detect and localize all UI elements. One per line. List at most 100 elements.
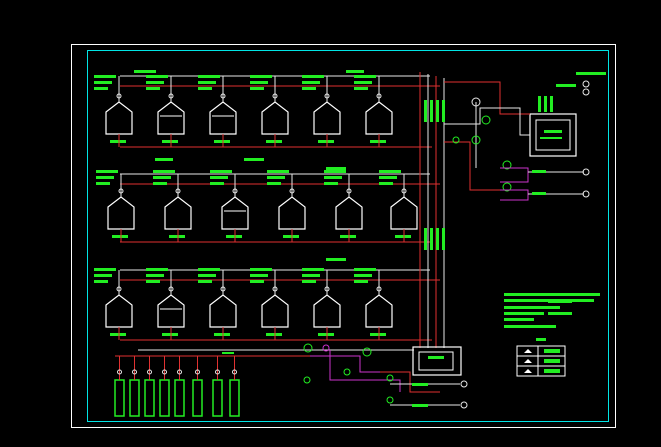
tank-number-label — [395, 235, 411, 238]
storage-tank — [221, 196, 249, 230]
tank-tag-label — [146, 87, 160, 90]
bottom-branch-pipe — [329, 350, 401, 392]
bottom-branch-pipe — [310, 355, 380, 373]
legend-symbol-icon — [524, 349, 532, 353]
tank-tag-label — [379, 176, 397, 179]
tank-tag-label — [210, 170, 232, 173]
instrument-bubble — [471, 97, 481, 107]
storage-tank — [105, 294, 133, 328]
riser-instrument-label — [442, 100, 445, 122]
tank-number-label — [110, 140, 126, 143]
riser-instrument-label — [430, 100, 433, 122]
storage-tank — [261, 101, 289, 135]
tank-tag-label — [324, 170, 346, 173]
tank-tag-label — [198, 274, 216, 277]
tank-tag-label — [267, 170, 289, 173]
tank-number-label — [226, 235, 242, 238]
tank-tag-label — [146, 75, 168, 78]
tank-tag-label — [302, 81, 320, 84]
valve-symbol — [220, 286, 226, 292]
tank-tag-label — [302, 274, 320, 277]
tank-tag-label — [198, 75, 220, 78]
flow-terminator — [582, 88, 590, 96]
tank-tag-label — [198, 268, 220, 271]
tank-tag-label — [354, 268, 376, 271]
valve-symbol — [376, 93, 382, 99]
bottom-outlet-tag — [412, 383, 428, 386]
riser-instrument-label — [436, 100, 439, 122]
tank-tag-label — [324, 182, 338, 185]
column-valve — [195, 369, 200, 375]
storage-tank — [365, 101, 393, 135]
column-valve — [147, 369, 152, 375]
instrument-bubble — [362, 347, 372, 357]
tank-number-label — [283, 235, 299, 238]
tank-tag-label — [94, 75, 116, 78]
bottom-outlet-tag — [412, 404, 428, 407]
notes-line — [504, 325, 556, 328]
flow-terminator — [460, 380, 468, 388]
tank-tag-label — [146, 280, 160, 283]
tank-tag-label — [267, 182, 281, 185]
valve-symbol — [272, 286, 278, 292]
header-tag-label — [134, 70, 156, 73]
column-valve — [232, 369, 237, 375]
pump-symbol — [386, 374, 394, 382]
tank-tag-label — [153, 170, 175, 173]
notes-line — [504, 318, 534, 321]
storage-tank — [157, 101, 185, 135]
tank-tag-label — [354, 274, 372, 277]
header-tag-label — [326, 167, 346, 170]
tank-tag-label — [96, 176, 114, 179]
notes-line — [504, 312, 544, 315]
tank-number-label — [110, 333, 126, 336]
tank-tag-label — [267, 176, 285, 179]
valve-symbol — [118, 188, 124, 194]
column-vessel — [174, 379, 185, 417]
valve-symbol — [175, 188, 181, 194]
tank-tag-label — [94, 81, 112, 84]
flow-terminator — [582, 168, 590, 176]
tank-tag-label — [96, 170, 118, 173]
tank-tag-label — [94, 87, 108, 90]
riser-instrument-label — [430, 228, 433, 250]
instrument-bubble — [343, 368, 351, 376]
pump-symbol — [502, 182, 512, 192]
tank-tag-label — [210, 182, 224, 185]
storage-tank — [105, 101, 133, 135]
notes-line — [548, 312, 572, 315]
flow-terminator — [582, 190, 590, 198]
storage-tank — [313, 101, 341, 135]
column-vessel — [229, 379, 240, 417]
tank-tag-label — [146, 268, 168, 271]
valve-symbol — [220, 93, 226, 99]
column-valve — [162, 369, 167, 375]
tank-tag-label — [96, 182, 110, 185]
flow-terminator — [582, 80, 590, 88]
tank-number-label — [162, 140, 178, 143]
tank-tag-label — [302, 268, 324, 271]
tank-tag-label — [94, 268, 116, 271]
bottom-exchanger-unit — [412, 346, 462, 376]
pump-symbol — [386, 396, 394, 404]
legend-entry-label — [544, 359, 560, 363]
vertical-tag-label — [550, 96, 553, 112]
storage-tank — [107, 196, 135, 230]
valve-symbol — [116, 93, 122, 99]
legend-symbol-icon — [524, 359, 532, 363]
instrument-bubble — [303, 376, 311, 384]
notes-line — [504, 293, 600, 296]
tank-tag-label — [354, 280, 368, 283]
tank-tag-label — [324, 176, 342, 179]
tank-tag-label — [302, 87, 316, 90]
branch-pipe — [444, 141, 529, 200]
tank-tag-label — [250, 81, 268, 84]
purge-line — [500, 189, 529, 201]
tank-number-label — [340, 235, 356, 238]
legend-entry-label — [544, 369, 560, 373]
bottom-exchanger-inner — [418, 351, 454, 371]
purge-line — [500, 167, 529, 183]
column-valve — [132, 369, 137, 375]
column-valve — [177, 369, 182, 375]
